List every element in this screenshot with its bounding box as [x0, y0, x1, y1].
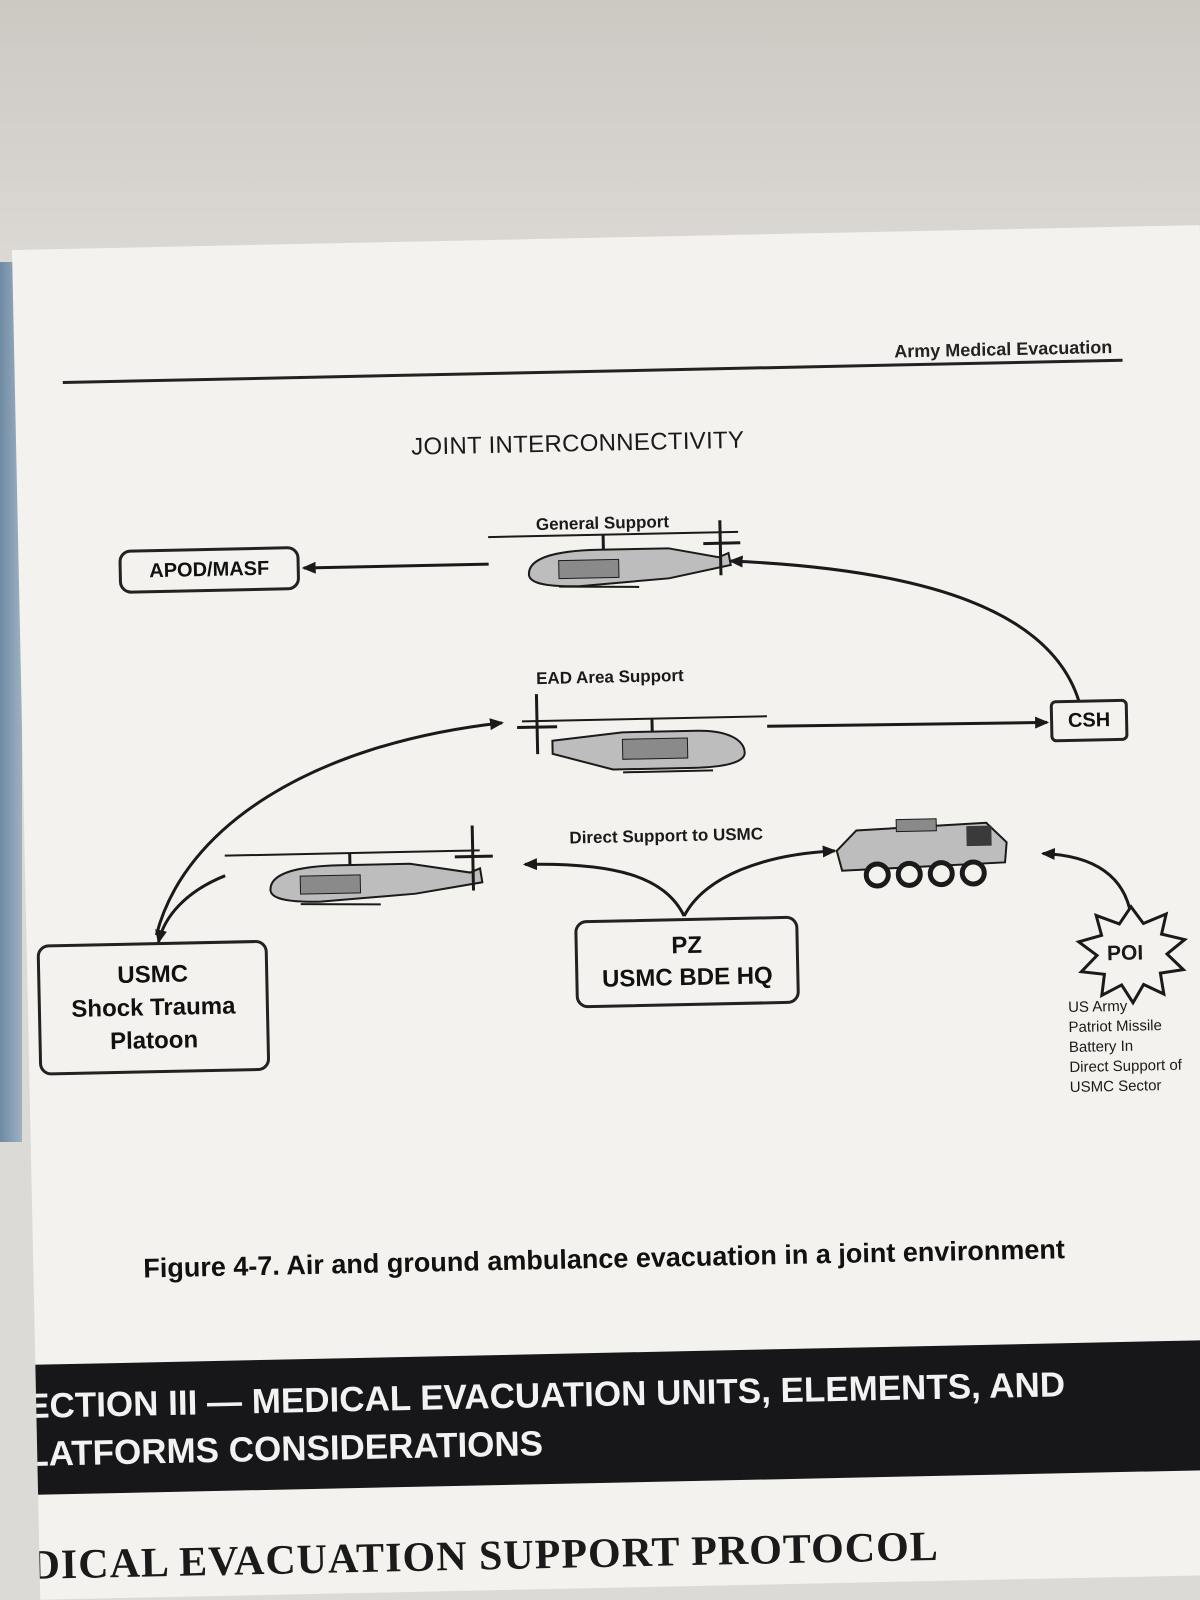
- arrow-ds-to-usmc: [155, 874, 226, 945]
- arrow-gs-to-apod: [301, 561, 489, 574]
- label-general-support: General Support: [535, 512, 670, 535]
- node-pz-usmc-bde-hq: PZ USMC BDE HQ: [574, 915, 800, 1009]
- label-direct-support: Direct Support to USMC: [569, 824, 764, 848]
- node-usmc-shock-trauma-platoon: USMC Shock Trauma Platoon: [36, 939, 271, 1076]
- helicopter-icon-general-support: [488, 520, 741, 588]
- label-ead-area-support: EAD Area Support: [535, 666, 684, 689]
- arrow-csh-to-gs: [728, 555, 1084, 714]
- arrow-pz-to-ds: [522, 858, 686, 917]
- section-heading: ECTION III — MEDICAL EVACUATION UNITS, E…: [15, 1338, 1200, 1496]
- arrow-poi-to-stryker: [1040, 847, 1133, 917]
- poi-note: US Army Patriot Missile Battery In Direc…: [1067, 997, 1183, 1097]
- node-apod-masf: APOD/MASF: [118, 546, 301, 594]
- helicopter-icon-ead-area-support: [517, 694, 767, 774]
- protocol-heading: DICAL EVACUATION SUPPORT PROTOCOL: [29, 1523, 940, 1589]
- node-csh: CSH: [1049, 698, 1129, 743]
- arrow-pz-to-stryker: [682, 845, 837, 917]
- arrow-ead-to-csh: [767, 716, 1050, 729]
- diagram-arrows: [154, 520, 1189, 1006]
- document-page: Army Medical Evacuation JOINT INTERCONNE…: [12, 225, 1200, 1600]
- ground-ambulance-icon: [835, 818, 1008, 889]
- helicopter-icon-direct-support: [224, 825, 493, 906]
- arrow-usmc-to-ead: [154, 718, 504, 936]
- label-poi: POI: [1106, 941, 1144, 966]
- background-surface: [0, 0, 1200, 270]
- poi-starburst-icon: [1075, 904, 1189, 1006]
